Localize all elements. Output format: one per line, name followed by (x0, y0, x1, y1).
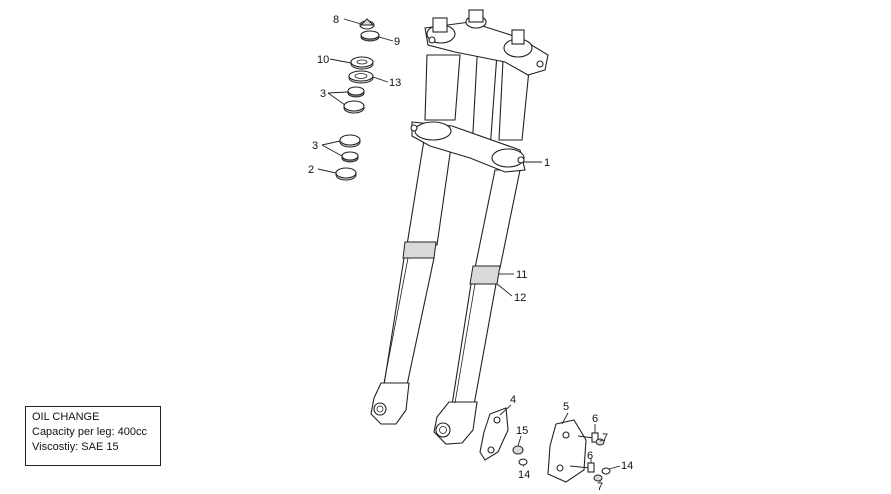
upper-bearing-race (343, 100, 365, 114)
callout-5: 5 (561, 401, 569, 425)
adjusting-ring (350, 56, 374, 70)
oil-change-title: OIL CHANGE (32, 411, 100, 423)
callout-4: 4 (499, 394, 516, 416)
svg-text:7: 7 (602, 432, 608, 444)
lower-bearing (341, 151, 359, 163)
callout-14-left: 14 (518, 465, 530, 481)
svg-text:9: 9 (394, 36, 400, 48)
svg-text:8: 8 (333, 14, 339, 26)
svg-text:13: 13 (389, 77, 401, 89)
callout-8: 8 (333, 14, 362, 26)
stem-nut-cap (359, 18, 375, 30)
svg-text:15: 15 (516, 425, 528, 437)
svg-text:7: 7 (597, 481, 603, 493)
callout-13: 13 (372, 76, 401, 89)
svg-text:14: 14 (621, 460, 633, 472)
washer-15 (512, 445, 524, 455)
svg-text:6: 6 (587, 450, 593, 462)
lower-seal (335, 167, 357, 181)
stem-nut (360, 30, 380, 42)
nut-7-lower (593, 474, 603, 482)
callout-2: 2 (308, 164, 337, 176)
oil-viscosity-text: Viscostiy: SAE 15 (32, 441, 119, 453)
svg-text:6: 6 (592, 413, 598, 425)
upper-triple-clamp (424, 9, 549, 76)
svg-text:14: 14 (518, 469, 530, 481)
nut-14-left (518, 458, 528, 466)
svg-text:10: 10 (317, 54, 329, 66)
nut-14-right (601, 467, 611, 475)
callout-7-lower: 7 (597, 480, 603, 493)
callout-11: 11 (499, 269, 527, 281)
callout-14-right: 14 (608, 460, 633, 472)
lower-bearing-race (339, 134, 361, 148)
svg-text:12: 12 (514, 292, 526, 304)
callout-10: 10 (317, 54, 352, 66)
svg-text:2: 2 (308, 164, 314, 176)
left-fork-leg (370, 54, 461, 425)
callout-6-upper: 6 (592, 413, 598, 433)
svg-text:1: 1 (544, 157, 550, 169)
svg-text:3: 3 (312, 140, 318, 152)
upper-bearing (347, 86, 365, 98)
right-fork-leg (433, 59, 531, 445)
bracket-4 (479, 407, 509, 461)
svg-text:4: 4 (510, 394, 516, 406)
callout-6-lower: 6 (587, 450, 593, 463)
svg-text:5: 5 (563, 401, 569, 413)
svg-text:11: 11 (516, 269, 527, 281)
lower-triple-clamp (410, 121, 526, 173)
dust-seal (348, 70, 374, 84)
callout-3-lower: 3 (312, 140, 343, 157)
callout-7-upper: 7 (599, 432, 608, 444)
callout-15: 15 (516, 425, 528, 447)
callout-3-upper: 3 (320, 88, 349, 106)
oil-capacity-text: Capacity per leg: 400cc (32, 426, 147, 438)
oil-change-note: OIL CHANGE Capacity per leg: 400cc Visco… (25, 406, 161, 466)
callout-1: 1 (523, 157, 550, 169)
bracket-5 (547, 419, 587, 483)
svg-text:3: 3 (320, 88, 326, 100)
callout-12: 12 (496, 283, 526, 304)
callout-9: 9 (378, 36, 400, 48)
